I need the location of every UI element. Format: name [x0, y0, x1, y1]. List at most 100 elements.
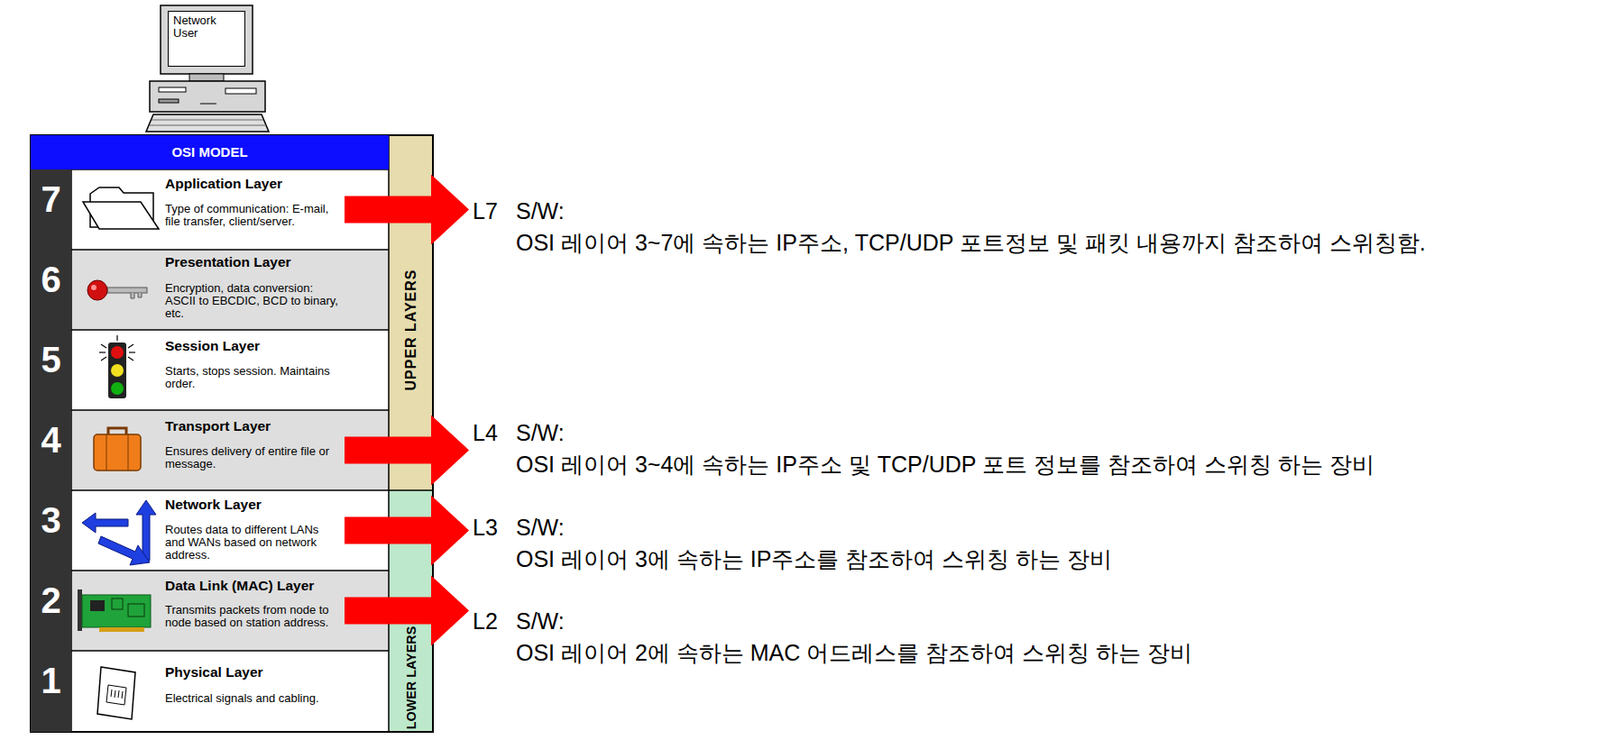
system-unit	[149, 81, 266, 112]
screen-label: Network User	[173, 14, 228, 40]
number-column	[30, 169, 72, 733]
key-icon	[87, 280, 148, 301]
switch-layer: L3	[472, 514, 498, 542]
block-arrow	[344, 496, 469, 567]
layer-description: Starts, stops session. Maintains order.	[165, 365, 341, 391]
switch-description: L4 S/W: OSI 레이어 3~4에 속하는 IP주소 및 TCP/UDP 포트…	[468, 419, 1379, 479]
layer-description: Transmits packets from node to node base…	[165, 604, 341, 630]
layer-group-band: LOWER LAYERS	[388, 490, 433, 733]
layer-row: 3 Network LayerRoutes data to different L…	[30, 490, 345, 571]
folder-icon	[82, 187, 159, 230]
table-border	[30, 135, 433, 733]
band-label: UPPER LAYERS	[403, 269, 420, 392]
card-bracket	[77, 589, 83, 632]
layer-description: Ensures delivery of entire file or messa…	[165, 445, 341, 471]
card-chip	[90, 600, 105, 612]
layer-title: Application Layer	[165, 175, 283, 193]
switch-description: L2S/W:OSI 레이어 2에 속하는 MAC 어드레스를 참조하여 스위칭 …	[468, 607, 1197, 667]
layer-title: Network Layer	[165, 496, 262, 514]
traffic-light-icon	[99, 335, 136, 399]
layer-row: 1Physical LayerElectrical signals and ca…	[30, 651, 345, 733]
block-arrow	[344, 174, 469, 246]
switch-description: L3 S/W: OSI 레이어 3에 속하는 IP주소를 참조하여 스위칭 하는 장…	[468, 514, 1117, 573]
red-light	[110, 346, 124, 359]
switch-label: S/W:	[515, 197, 565, 225]
briefcase-body	[93, 434, 141, 471]
jack-plate	[97, 667, 136, 720]
card-board	[82, 595, 151, 628]
osi-table: OSI MODEL7 Application LayerType of commu…	[30, 135, 433, 733]
table-header: OSI MODEL	[30, 135, 389, 170]
switch-label: S/W:	[515, 419, 565, 447]
band-line	[387, 135, 390, 733]
key-teeth	[130, 293, 142, 299]
layer-number: 6	[30, 249, 72, 331]
card-chip	[111, 598, 123, 610]
switch-label: S/W:	[515, 514, 565, 542]
layer-title: Data Link (MAC) Layer	[165, 578, 314, 595]
layer-number: 2	[30, 570, 72, 652]
switch-definition: OSI 레이어 2에 속하는 MAC 어드레스를 참조하여 스위칭 하는 장비	[515, 639, 1193, 667]
layer-row: 2 Data Link (MAC) LayerTransmits packets …	[30, 570, 345, 652]
routing-arrows-icon	[82, 500, 157, 566]
table-ground	[30, 135, 433, 733]
network-card-icon	[77, 589, 151, 633]
layer-group-band: UPPER LAYERS	[388, 135, 433, 491]
card-contacts	[99, 627, 145, 633]
layer-row: 4Transport LayerEnsures delivery of enti…	[30, 410, 345, 491]
jack-pins	[110, 689, 123, 699]
ray	[128, 351, 136, 353]
switch-definition: OSI 레이어 3에 속하는 IP주소를 참조하여 스위칭 하는 장비	[515, 545, 1113, 573]
layer-number: 7	[30, 169, 72, 250]
key-shaft	[107, 287, 148, 294]
switch-layer: L4	[472, 419, 498, 447]
layer-description: Type of communication: E-mail, file tran…	[165, 202, 341, 229]
switch-layer: L7	[472, 197, 498, 225]
card-chip	[128, 604, 145, 617]
briefcase-strap	[106, 434, 108, 471]
computer-icon	[146, 5, 269, 132]
switch-definition: OSI 레이어 3~7에 속하는 IP주소, TCP/UDP 포트정보 및 패킷…	[515, 229, 1426, 257]
key-row	[151, 119, 264, 121]
layer-description: Electrical signals and cabling.	[165, 692, 341, 706]
row-stripe	[71, 249, 389, 331]
ray	[101, 357, 107, 361]
row-line	[30, 650, 389, 653]
row-line	[30, 329, 389, 332]
ray	[99, 351, 106, 353]
row-line	[30, 248, 389, 251]
row-line	[30, 409, 389, 412]
band-label: LOWER LAYERS	[403, 626, 420, 731]
yellow-light	[110, 364, 124, 378]
switch-definition: OSI 레이어 3~4에 속하는 IP주소 및 TCP/UDP 포트 정보를 참…	[515, 450, 1375, 479]
switch-layer: L2	[472, 607, 498, 635]
jack-socket	[106, 685, 127, 706]
switch-description: L7 S/W: OSI 레이어 3~7에 속하는 IP주소, TCP/UDP 포트정…	[468, 197, 1430, 257]
layer-description: Encryption, data conversion: ASCII to EB…	[165, 282, 341, 321]
layer-title: Physical Layer	[165, 664, 264, 681]
light-rays	[99, 335, 136, 361]
button	[158, 99, 179, 103]
drive-slot	[158, 87, 186, 92]
monitor-neck	[189, 73, 224, 82]
layer-description: Routes data to different LANs and WANs b…	[165, 524, 341, 562]
key-head	[87, 280, 108, 301]
briefcase-strap	[128, 434, 129, 471]
row-line	[30, 570, 389, 572]
row-stripe	[71, 410, 389, 491]
layer-row: 5 Session LayerStarts, stops session. Mai…	[30, 330, 345, 411]
layer-row: 6Presentation LayerEncryption, data conv…	[30, 249, 345, 331]
row-lines	[30, 135, 433, 733]
key-row	[149, 125, 267, 127]
layer-number: 5	[30, 330, 72, 411]
briefcase-icon	[93, 428, 141, 471]
key-shine	[91, 285, 97, 291]
layer-number: 3	[30, 490, 72, 571]
layer-title: Session Layer	[165, 338, 260, 355]
green-light	[110, 382, 124, 396]
left-arrow	[82, 513, 129, 534]
ray	[128, 357, 134, 361]
drive-slot	[225, 88, 257, 94]
layer-number: 4	[30, 410, 72, 491]
ray	[101, 344, 107, 349]
